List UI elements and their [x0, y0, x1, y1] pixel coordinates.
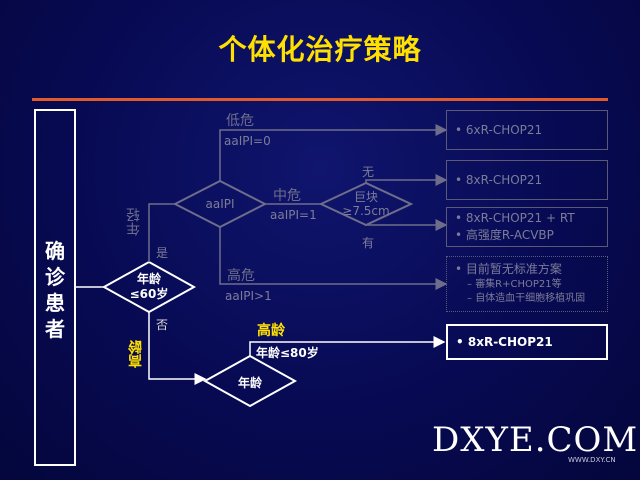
- label-old-vertical: 高龄: [128, 340, 144, 368]
- label-high-ipi: aaIPI>1: [225, 289, 272, 303]
- treatment-box-low-risk: • 6xR-CHOP21: [446, 110, 608, 150]
- label-bulky-yes: 有: [362, 236, 375, 250]
- connector-high-risk: [219, 227, 448, 290]
- diamond-age60: [101, 260, 197, 314]
- node-bulky-text: 巨块 ≥7.5cm: [342, 190, 390, 218]
- watermark-sub: WWW.DXY.CN: [568, 456, 616, 464]
- label-mid-risk: 中危: [273, 188, 301, 204]
- node-age60-text: 年龄 ≤60岁: [129, 272, 169, 301]
- watermark-logo: DXYE.COM: [432, 420, 639, 460]
- label-old-age: 年龄≤80岁: [256, 346, 319, 360]
- node-aaipi-text: aaIPI: [205, 197, 235, 211]
- treatment-item: • 目前暂无标准方案: [455, 262, 562, 276]
- treatment-box-mid-no-bulky: • 8xR-CHOP21: [446, 160, 608, 200]
- label-old-top: 高龄: [257, 323, 285, 339]
- diagnosed-patients-label: 确 诊 患 者: [45, 239, 65, 341]
- label-mid-ipi: aaIPI=1: [270, 208, 317, 222]
- connector-young-branch: [148, 203, 175, 262]
- label-bulky-no: 无: [362, 165, 375, 179]
- diagnosed-patients-box: [34, 109, 76, 466]
- title-divider: [32, 98, 608, 101]
- treatment-item: • 高强度R-ACVBP: [455, 228, 554, 242]
- treatment-box-elderly: • 8xR-CHOP21: [446, 324, 608, 360]
- treatment-item: • 8xR-CHOP21 + RT: [455, 211, 575, 225]
- label-young: 年轻: [126, 208, 142, 236]
- node-age-old-text: 年龄: [237, 376, 262, 390]
- connector-old-to-treatment: [249, 336, 446, 356]
- label-low-ipi: aaIPI=0: [224, 134, 271, 148]
- connector-low-risk: [219, 124, 448, 181]
- diamond-bulky: [318, 181, 414, 227]
- connector-old-branch: [148, 312, 207, 385]
- treatment-item: • 8xR-CHOP21: [455, 172, 543, 187]
- diamond-age-old: [202, 354, 298, 408]
- treatment-subitem: – 自体造血干细胞移植巩固: [467, 293, 586, 304]
- label-low-risk: 低危: [226, 113, 254, 129]
- treatment-item: • 6xR-CHOP21: [455, 122, 543, 137]
- label-high-risk: 高危: [227, 268, 255, 284]
- treatment-item: • 8xR-CHOP21: [456, 334, 553, 349]
- treatment-box-mid-bulky: • 8xR-CHOP21 + RT • 高强度R-ACVBP: [446, 207, 608, 247]
- slide-title: 个体化治疗策略: [218, 33, 422, 66]
- treatment-box-high-risk: • 目前暂无标准方案 – 審集R+CHOP21等 – 自体造血干细胞移植巩固: [446, 256, 608, 312]
- treatment-subitem: – 審集R+CHOP21等: [467, 279, 562, 290]
- connector-bulky-no: [365, 174, 448, 186]
- label-yes: 是: [156, 246, 169, 260]
- label-no: 否: [156, 318, 169, 332]
